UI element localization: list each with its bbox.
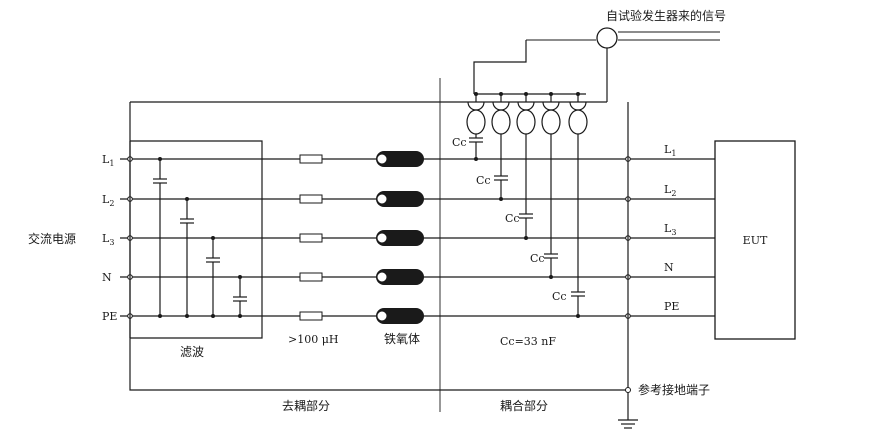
arrester-top-icon	[467, 101, 485, 111]
arrester-top-icon	[569, 101, 587, 111]
junction-dot	[524, 236, 528, 240]
inductor-icon	[299, 272, 323, 282]
output-label: N	[664, 261, 674, 274]
junction-dot	[499, 92, 503, 96]
ferrite-bead-end	[376, 310, 388, 322]
reference-ground-label: 参考接地端子	[638, 382, 710, 397]
inductance-label: >100 μH	[288, 333, 338, 346]
arrester-icon	[541, 109, 561, 135]
junction-dot	[238, 314, 242, 318]
junction-dot	[576, 92, 580, 96]
arrester-icon	[568, 109, 588, 135]
arrester-top-icon	[542, 101, 560, 111]
ferrite-bead-icon	[376, 230, 424, 246]
arrester-top-icon	[517, 101, 535, 111]
arrester-icon	[516, 109, 536, 135]
ferrite-bead-end	[376, 271, 388, 283]
ferrite-label: 铁氧体	[384, 332, 420, 346]
current-transformer-icon	[596, 27, 618, 49]
signal-cable	[473, 40, 586, 95]
filter-label: 滤波	[180, 345, 204, 359]
input-label: N	[102, 271, 112, 284]
input-label: L2	[102, 193, 114, 208]
junction-dot	[499, 197, 503, 201]
ferrite-bead-icon	[376, 151, 424, 167]
coupling-cap-label: Cc	[552, 290, 567, 303]
ferrite-bead-icon	[376, 308, 424, 324]
coupling-cap-label: Cc	[476, 174, 491, 187]
coupling-label: 耦合部分	[500, 398, 548, 413]
decoupling-label: 去耦部分	[282, 398, 330, 413]
filter-capacitors	[129, 141, 247, 338]
junction-dot	[185, 314, 189, 318]
inductor-icon	[299, 194, 323, 204]
signal-source-label: 自试验发生器来的信号	[606, 8, 726, 23]
inductor-icon	[299, 154, 323, 164]
junction-dot	[474, 92, 478, 96]
ferrite-bead-icon	[376, 269, 424, 285]
ferrite-bead-end	[376, 232, 388, 244]
junction-dot	[158, 314, 162, 318]
filter-box	[130, 140, 263, 339]
output-label: PE	[664, 300, 679, 313]
cap-value-label: Cc=33 nF	[500, 335, 556, 348]
ferrite-bead-end	[376, 153, 388, 165]
output-label: L3	[664, 222, 676, 237]
coupling-cap-label: Cc	[505, 212, 520, 225]
ferrite-bead-end	[376, 193, 388, 205]
output-label: L2	[664, 183, 676, 198]
output-label: L1	[664, 143, 676, 158]
junction-dot	[474, 157, 478, 161]
junction-dot	[549, 92, 553, 96]
eut-label: EUT	[743, 234, 768, 247]
junction-dot	[211, 314, 215, 318]
surge-arresters	[466, 92, 588, 135]
arrester-icon	[491, 109, 511, 135]
input-label: PE	[102, 310, 117, 323]
junction-dot	[524, 92, 528, 96]
ferrite-bead-icon	[376, 191, 424, 207]
coupling-cap-label: Cc	[452, 136, 467, 149]
ac-source-label: 交流电源	[28, 231, 76, 246]
input-label: L1	[102, 153, 114, 168]
junction-dot	[549, 275, 553, 279]
input-label: L3	[102, 232, 114, 247]
ground-terminal-icon	[625, 387, 631, 393]
arrester-top-icon	[492, 101, 510, 111]
coupling-cap-label: Cc	[530, 252, 545, 265]
inductor-icon	[299, 233, 323, 243]
junction-dot	[576, 314, 580, 318]
eut-box	[714, 140, 796, 340]
arrester-icon	[466, 109, 486, 135]
inductor-icon	[299, 311, 323, 321]
